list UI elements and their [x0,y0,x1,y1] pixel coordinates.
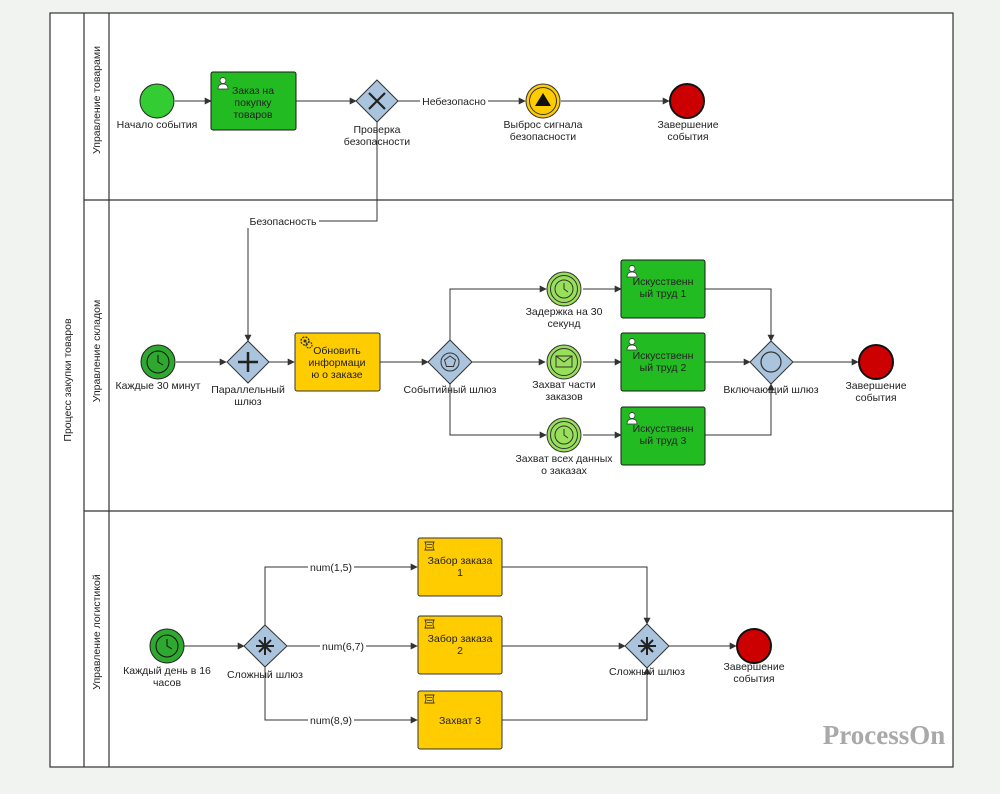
complex-gateway-split[interactable] [243,624,288,668]
inclusive-gateway-label: Включающий шлюз [723,384,818,396]
signal-throw-event[interactable] [525,83,561,119]
plus-icon [238,352,258,372]
end-event-logistics[interactable] [736,628,772,664]
lane-title-warehouse: Управление складом [91,300,103,402]
start-event-label: Начало события [117,119,198,131]
update-task-label-3: ю о заказе [311,369,362,381]
timer-all-label-2: о заказах [541,465,588,477]
clock-icon [155,634,179,658]
script-icon [424,694,435,704]
pickup-task-1-label-2: 1 [457,567,463,579]
daily-timer-label-2: часов [153,677,182,689]
delay-timer-label-2: секунд [548,318,581,330]
exclusive-gateway-label-1: Проверка [353,124,400,136]
update-info-task[interactable]: Обновить информаци ю о заказе [294,332,381,392]
flow-label-unsafe: Небезопасно [422,96,486,108]
complex-gateway-join-label: Сложный шлюз [609,666,685,678]
pool-title: Процесс закупки товаров [62,318,74,442]
clock-icon [554,425,574,445]
manual-task-2-label-2: ый труд 2 [640,362,687,374]
parallel-gateway-label-1: Параллельный [211,384,285,396]
pentagon-icon [443,355,457,367]
signal-event-label-2: безопасности [510,131,577,143]
pickup-task-2-label-2: 2 [457,645,463,657]
end-event-goods-label-1: Завершение [657,119,718,131]
timer-all-label-1: Захват всех данных [515,453,613,465]
end-event-logistics-label-2: события [733,673,774,685]
envelope-icon [555,355,573,368]
complex-gateway-split-label: Сложный шлюз [227,669,303,681]
asterisk-icon [638,637,656,655]
timer-event-delay[interactable] [546,271,582,307]
clock-icon [146,350,170,374]
exclusive-gateway-label-2: безопасности [344,136,411,148]
parallel-gateway[interactable] [226,340,270,384]
complex-gateway-join[interactable] [624,623,670,669]
parallel-gateway-label-2: шлюз [234,396,261,408]
update-task-label-2: информаци [309,357,366,369]
manual-task-1-label-1: Искусственн [633,276,694,288]
script-icon [424,619,435,629]
flow-label-num-1-5: num(1,5) [310,562,352,574]
manual-task-1-label-2: ый труд 1 [640,288,687,300]
user-icon [626,338,638,351]
flow-label-safe: Безопасность [250,216,318,228]
end-event-goods[interactable] [669,83,705,119]
user-icon [217,77,229,90]
timer-start-event-daily[interactable] [149,628,185,664]
delay-timer-label-1: Задержка на 30 [526,306,603,318]
end-event-warehouse-label-1: Завершение [845,380,906,392]
message-event-label-2: заказов [545,391,583,403]
timer-event-all-data[interactable] [546,417,582,453]
order-task-label-1: Заказ на [232,85,274,97]
capture-task-3-label: Захват 3 [439,715,481,727]
exclusive-gateway[interactable] [355,79,399,123]
clock-icon [554,279,574,299]
capture-task-3[interactable]: Захват 3 [417,690,503,750]
manual-task-2[interactable]: Искусственн ый труд 2 [620,332,706,392]
event-based-gateway[interactable] [427,339,473,385]
update-task-label-1: Обновить [313,345,361,357]
circle-icon [760,351,782,373]
message-event-label-1: Захват части [532,379,596,391]
flow-label-num-8-9: num(8,9) [310,715,352,727]
end-event-warehouse-label-2: события [855,392,896,404]
lane-title-goods: Управление товарами [91,46,103,154]
order-task[interactable]: Заказ на покупку товаров [210,71,297,131]
asterisk-icon [256,637,274,655]
manual-task-2-label-1: Искусственн [633,350,694,362]
pickup-task-2[interactable]: Забор заказа 2 [417,615,503,675]
manual-task-1[interactable]: Искусственн ый труд 1 [620,259,706,319]
triangle-icon [535,93,551,106]
flow-label-num-6-7: num(6,7) [322,641,364,653]
pickup-task-2-label-1: Забор заказа [428,633,493,645]
message-event[interactable] [546,344,582,380]
user-icon [626,265,638,278]
manual-task-3-label-1: Искусственн [633,423,694,435]
gear-icon [300,336,313,349]
end-event-warehouse[interactable] [858,344,894,380]
lane-title-logistics: Управление логистикой [91,574,103,690]
signal-event-label-1: Выброс сигнала [504,119,583,131]
timer-start-event-30min[interactable] [140,344,176,380]
end-event-goods-label-2: события [667,131,708,143]
watermark-logo: ProcessOn [823,720,946,750]
end-event-logistics-label-1: Завершение [723,661,784,673]
order-task-label-3: товаров [233,109,273,121]
inclusive-gateway[interactable] [749,340,794,385]
pickup-task-1-label-1: Забор заказа [428,555,493,567]
order-task-label-2: покупку [234,97,272,109]
pickup-task-1[interactable]: Забор заказа 1 [417,537,503,597]
user-icon [626,412,638,425]
flow-labels: Небезопасно Безопасность num(1,5) num(6,… [247,95,488,727]
timer-start-label: Каждые 30 минут [116,380,201,392]
manual-task-3-label-2: ый труд 3 [640,435,687,447]
start-event[interactable] [139,83,175,119]
manual-task-3[interactable]: Искусственн ый труд 3 [620,406,706,466]
event-gateway-label: Событийный шлюз [404,384,497,396]
script-icon [424,541,435,551]
x-icon [368,92,386,110]
daily-timer-label-1: Каждый день в 16 [123,665,211,677]
